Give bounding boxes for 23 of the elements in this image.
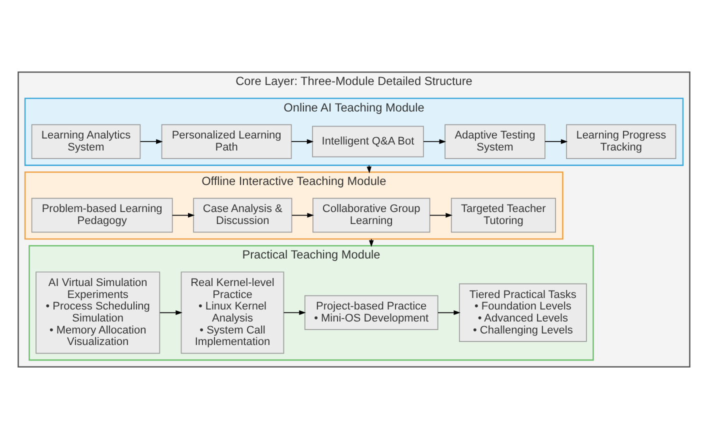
node-box: Collaborative Group Learning bbox=[312, 198, 430, 233]
arrow bbox=[423, 139, 446, 144]
arrow bbox=[172, 212, 195, 218]
node-box: Tiered Practical Tasks • Foundation Levels • Advanced Levels • Challenging Levels bbox=[459, 283, 587, 342]
node-box: Problem-based Learning Pedagogy bbox=[31, 198, 173, 233]
node-box: Learning Analytics System bbox=[31, 124, 141, 159]
node-box: Case Analysis & Discussion bbox=[193, 198, 292, 233]
arrow bbox=[544, 139, 568, 144]
arrow bbox=[159, 310, 182, 316]
node-box: Adaptive Testing System bbox=[444, 124, 546, 159]
node-box: Real Kernel-level Practice • Linux Kernel Analysis • System Call Implementation bbox=[180, 272, 284, 354]
arrow bbox=[430, 212, 452, 218]
node-box: AI Virtual Simulation Experiments • Process Scheduling Simulation • Memory Allocation Visualization bbox=[36, 272, 160, 354]
node-box: Learning Progress Tracking bbox=[566, 124, 676, 159]
arrow bbox=[292, 212, 314, 218]
arrow bbox=[140, 139, 163, 144]
node-box: Project-based Practice • Mini-OS Development bbox=[304, 295, 438, 330]
arrow bbox=[438, 310, 460, 316]
node-box: Targeted Teacher Tutoring bbox=[450, 198, 556, 233]
arrow bbox=[283, 310, 306, 316]
arrow bbox=[291, 139, 314, 144]
node-box: Personalized Learning Path bbox=[161, 124, 292, 159]
node-box: Intelligent Q&A Bot bbox=[312, 126, 424, 158]
